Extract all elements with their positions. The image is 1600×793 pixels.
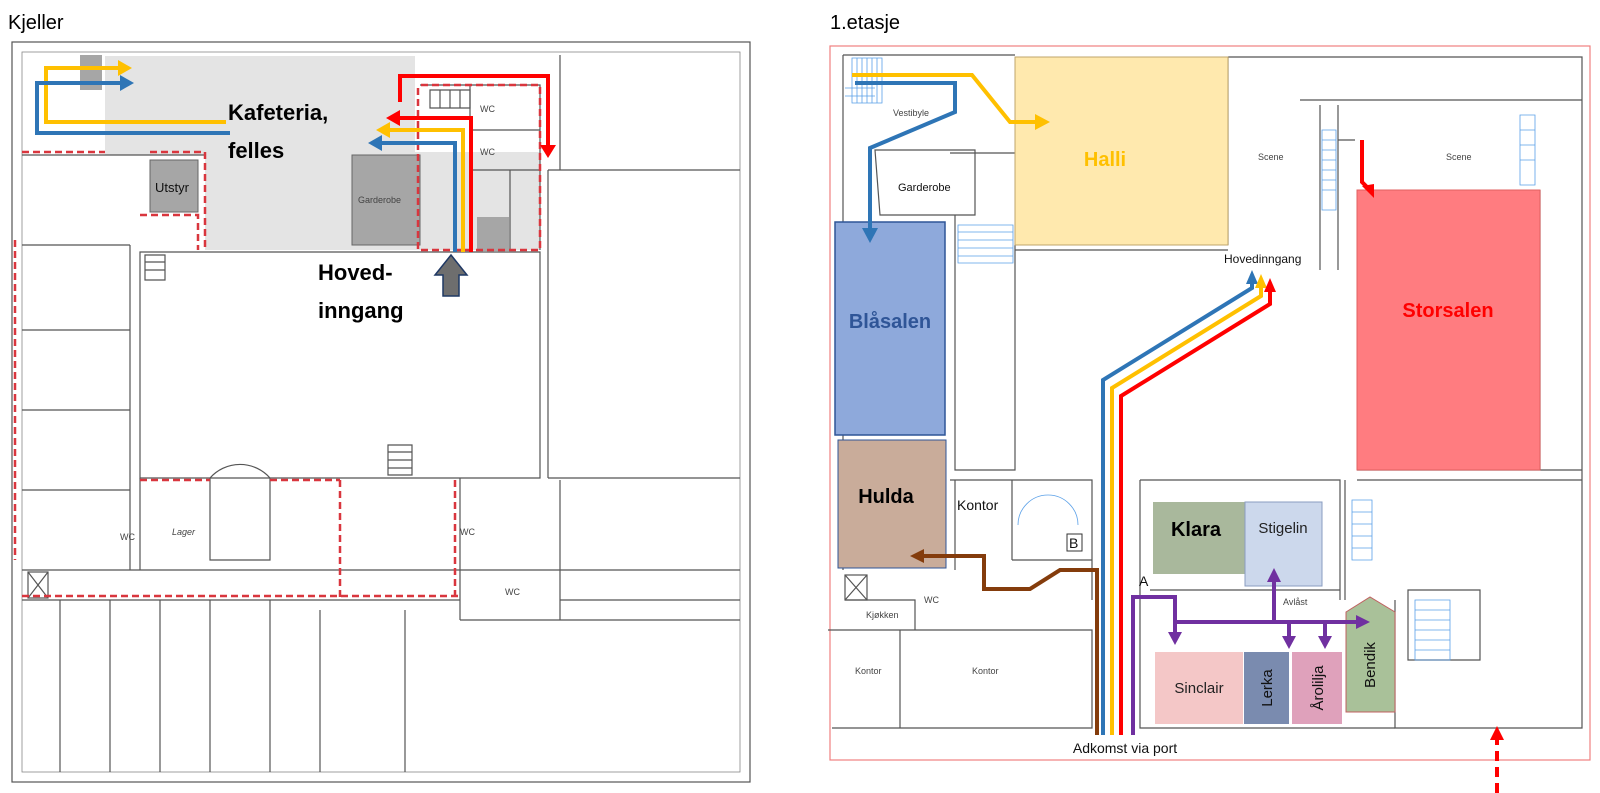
blue-arrowhead bbox=[120, 75, 134, 91]
cafeteria-label: Kafeteria, bbox=[228, 100, 328, 125]
door-b-label: B bbox=[1069, 535, 1078, 551]
kontor-label: Kontor bbox=[972, 666, 999, 676]
yellow-route bbox=[852, 73, 1035, 124]
main-entrance-label: Hoved- bbox=[318, 260, 393, 285]
main-entrance-label-2: inngang bbox=[318, 298, 404, 323]
wc-label: WC bbox=[924, 595, 939, 605]
kontor-label: Kontor bbox=[957, 497, 999, 513]
wc-label: WC bbox=[120, 532, 135, 542]
purple-route-branches bbox=[1175, 580, 1356, 636]
purple-route bbox=[1131, 595, 1177, 735]
room-arolilja-label: Årolilja bbox=[1310, 665, 1327, 711]
yellow-route bbox=[44, 66, 226, 124]
room-halli[interactable] bbox=[1014, 56, 1229, 246]
scene-label: Scene bbox=[1258, 152, 1284, 162]
red-route-short bbox=[1360, 140, 1370, 190]
yellow-route-long bbox=[1110, 286, 1263, 735]
wc-label: WC bbox=[505, 587, 520, 597]
first-floor-title: 1.etasje bbox=[830, 12, 900, 34]
room-lerka-label: Lerka bbox=[1259, 669, 1276, 707]
cafeteria-label-2: felles bbox=[228, 138, 284, 163]
kjokken-label: Kjøkken bbox=[866, 610, 899, 620]
blue-route-long bbox=[1101, 282, 1254, 735]
room-stigelin[interactable] bbox=[1244, 501, 1323, 587]
first-floor-outline bbox=[829, 45, 1591, 761]
scene-label: Scene bbox=[1446, 152, 1472, 162]
garderobe-label: Garderobe bbox=[898, 182, 951, 194]
room-arolilja[interactable] bbox=[1292, 652, 1342, 724]
room-sinclair[interactable] bbox=[1155, 652, 1243, 724]
basement-outer-wall bbox=[11, 41, 751, 783]
entrance-arrow bbox=[433, 253, 469, 297]
room-halli-label: Halli bbox=[1084, 149, 1126, 171]
basement-plan: Kjeller Utstyr Garderobe WC WC WC WC WC bbox=[8, 12, 751, 783]
room-sinclair-label: Sinclair bbox=[1174, 680, 1223, 697]
wc-label: WC bbox=[460, 527, 475, 537]
room-bendik-label: Bendik bbox=[1362, 642, 1379, 688]
lager-label: Lager bbox=[172, 527, 196, 537]
room-blasalen-label: Blåsalen bbox=[849, 310, 931, 333]
blue-route bbox=[855, 81, 957, 228]
door-a-label: A bbox=[1139, 573, 1149, 589]
kontor-label: Kontor bbox=[855, 666, 882, 676]
blue-route bbox=[35, 81, 230, 135]
avlast-label: Avlåst bbox=[1283, 597, 1308, 607]
hovedinngang-label: Hovedinngang bbox=[1224, 252, 1301, 266]
red-route-top bbox=[398, 74, 550, 145]
yellow-route-2 bbox=[390, 128, 465, 252]
red-route bbox=[400, 116, 473, 252]
room-klara[interactable] bbox=[1153, 502, 1245, 574]
room-stigelin-label: Stigelin bbox=[1258, 520, 1307, 537]
room-blasalen[interactable] bbox=[834, 221, 946, 436]
cafeteria-area bbox=[105, 56, 540, 250]
utstyr-room bbox=[149, 159, 199, 213]
yellow-arrowhead bbox=[118, 60, 132, 76]
adkomst-label: Adkomst via port bbox=[1073, 740, 1177, 756]
wc-label: WC bbox=[480, 104, 495, 114]
room-hulda[interactable] bbox=[837, 439, 947, 569]
wc-label: WC bbox=[480, 147, 495, 157]
brown-route bbox=[924, 554, 1099, 735]
red-route-long bbox=[1119, 292, 1272, 735]
vestibyle-label: Vestibyle bbox=[893, 108, 929, 118]
first-floor-plan: 1.etasje Halli Blåsalen Hulda Storsalen … bbox=[828, 12, 1591, 793]
garderobe-label: Garderobe bbox=[358, 195, 401, 205]
utstyr-label: Utstyr bbox=[155, 180, 190, 195]
room-storsalen[interactable] bbox=[1356, 189, 1541, 471]
room-hulda-label: Hulda bbox=[858, 486, 914, 508]
room-klara-label: Klara bbox=[1171, 519, 1222, 541]
garderobe-room bbox=[351, 154, 421, 246]
blue-route-2 bbox=[382, 141, 457, 252]
room-storsalen-label: Storsalen bbox=[1402, 300, 1493, 322]
basement-title: Kjeller bbox=[8, 12, 64, 34]
room-lerka[interactable] bbox=[1244, 652, 1289, 724]
